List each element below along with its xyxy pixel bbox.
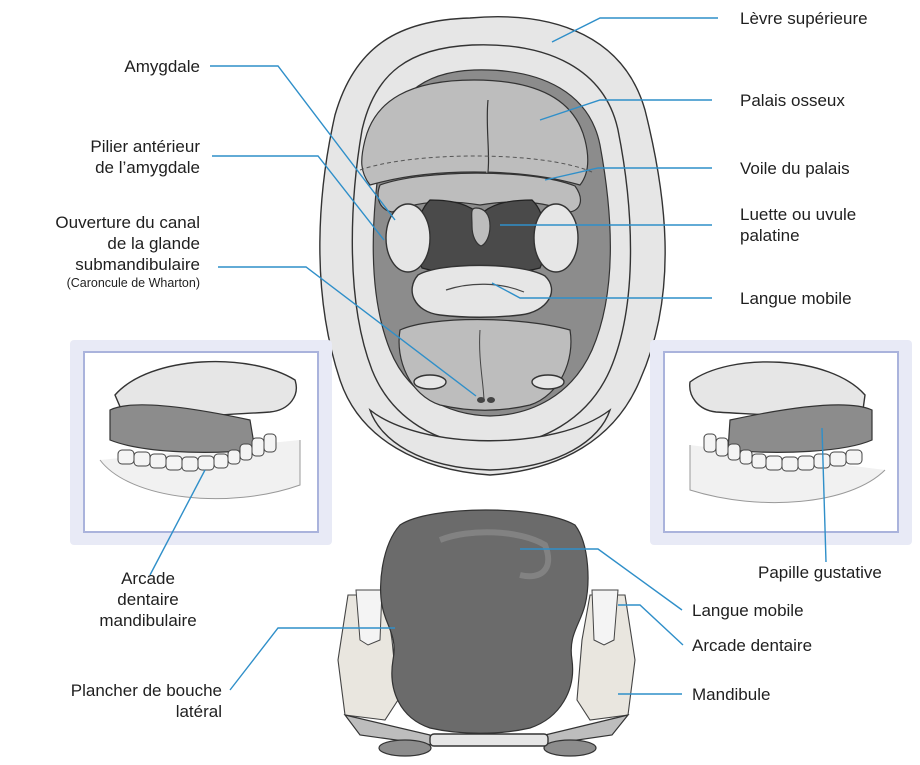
sublingual-fold-right <box>532 375 564 389</box>
label-arcade-mandibulaire: Arcade dentaire mandibulaire <box>78 568 218 631</box>
label-plancher: Plancher de bouche latéral <box>10 680 222 722</box>
label-arcade-dentaire: Arcade dentaire <box>692 635 812 656</box>
label-plancher-line1: Plancher de bouche <box>10 680 222 701</box>
label-arcade-mand-line3: mandibulaire <box>78 610 218 631</box>
floor-of-mouth <box>399 320 571 411</box>
label-voile-du-palais: Voile du palais <box>740 158 850 179</box>
label-langue-mobile-bottom: Langue mobile <box>692 600 804 621</box>
floor-muscle-right <box>543 715 628 745</box>
left-tonsil <box>386 204 430 272</box>
label-luette: Luette ou uvule palatine <box>740 204 856 246</box>
right-tooth-section <box>592 590 618 645</box>
label-pilier: Pilier antérieur de l’amygdale <box>30 136 200 178</box>
right-inset <box>650 340 912 545</box>
label-arcade-mand-line2: dentaire <box>78 589 218 610</box>
label-ouverture-line2: de la glande <box>4 233 200 254</box>
label-langue-mobile-top: Langue mobile <box>740 288 852 309</box>
label-ouverture: Ouverture du canal de la glande submandi… <box>4 212 200 291</box>
caruncle-left <box>477 397 485 403</box>
left-tooth-section <box>356 590 382 645</box>
label-plancher-line2: latéral <box>10 701 222 722</box>
label-ouverture-line1: Ouverture du canal <box>4 212 200 233</box>
label-ouverture-line3: submandibulaire <box>4 254 200 275</box>
label-luette-line2: palatine <box>740 225 856 246</box>
hyoid-right <box>544 740 596 756</box>
hyoid-left <box>379 740 431 756</box>
label-pilier-line1: Pilier antérieur <box>30 136 200 157</box>
label-levre-superieure: Lèvre supérieure <box>740 8 868 29</box>
label-luette-line1: Luette ou uvule <box>740 204 856 225</box>
sublingual-fold-left <box>414 375 446 389</box>
label-amygdale: Amygdale <box>100 56 200 77</box>
coronal-section <box>338 510 635 756</box>
label-mandibule: Mandibule <box>692 684 770 705</box>
tongue-tip <box>412 265 551 317</box>
left-inset <box>70 340 332 545</box>
label-arcade-mand-line1: Arcade <box>78 568 218 589</box>
label-caroncule: (Caroncule de Wharton) <box>4 275 200 291</box>
caruncle-right <box>487 397 495 403</box>
open-mouth-drawing <box>320 17 665 475</box>
label-palais-osseux: Palais osseux <box>740 90 845 111</box>
right-tonsil <box>534 204 578 272</box>
hyoid-body <box>430 734 548 746</box>
section-tongue <box>381 510 588 733</box>
label-pilier-line2: de l’amygdale <box>30 157 200 178</box>
label-papille-gustative: Papille gustative <box>758 562 882 583</box>
